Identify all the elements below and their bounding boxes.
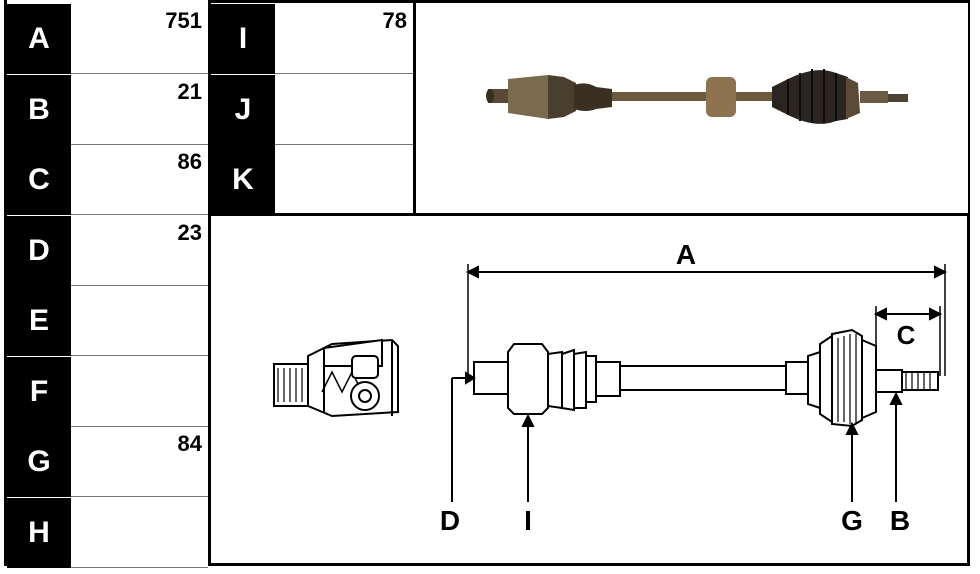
dimension-letter-g: G <box>7 427 71 497</box>
dimension-value-f <box>71 356 208 427</box>
top-border <box>208 0 970 3</box>
dimension-value-k <box>275 145 413 215</box>
spec-sheet-frame <box>4 0 970 566</box>
dimension-value-g: 84 <box>71 427 208 497</box>
driveshaft-technical-drawing: A C D <box>273 239 948 536</box>
shaft-outline <box>473 328 939 428</box>
label-B: B <box>890 505 910 536</box>
dimension-letter-a: A <box>7 4 71 74</box>
dimension-letter-d: D <box>7 215 71 286</box>
label-D: D <box>440 505 460 536</box>
dimension-value-d: 23 <box>71 215 208 286</box>
dimension-C <box>873 306 943 376</box>
dimension-letter-i: I <box>211 4 275 74</box>
dimension-value-i: 78 <box>275 4 413 74</box>
horizontal-divider <box>208 213 970 216</box>
dimension-value-c: 86 <box>71 145 208 215</box>
dimension-value-j <box>275 74 413 145</box>
dimension-value-a: 751 <box>71 4 208 74</box>
driveshaft-photo <box>416 3 968 213</box>
label-G: G <box>841 505 863 536</box>
dimension-letter-f: F <box>7 356 71 427</box>
dimension-letter-b: B <box>7 74 71 145</box>
dimension-value-e <box>71 286 208 356</box>
label-A: A <box>676 239 696 270</box>
dimension-letter-k: K <box>211 145 275 215</box>
dimension-A <box>465 264 948 376</box>
cv-joint-detail <box>273 338 399 418</box>
dimension-letter-h: H <box>7 497 71 568</box>
dimension-letter-c: C <box>7 145 71 215</box>
label-C: C <box>897 320 916 350</box>
dimension-letter-e: E <box>7 286 71 356</box>
dimension-value-b: 21 <box>71 74 208 145</box>
dimension-value-h <box>71 497 208 568</box>
vertical-divider-2 <box>413 0 416 215</box>
dimension-letter-j: J <box>211 74 275 145</box>
vertical-divider-1 <box>208 0 211 566</box>
label-I: I <box>524 505 532 536</box>
